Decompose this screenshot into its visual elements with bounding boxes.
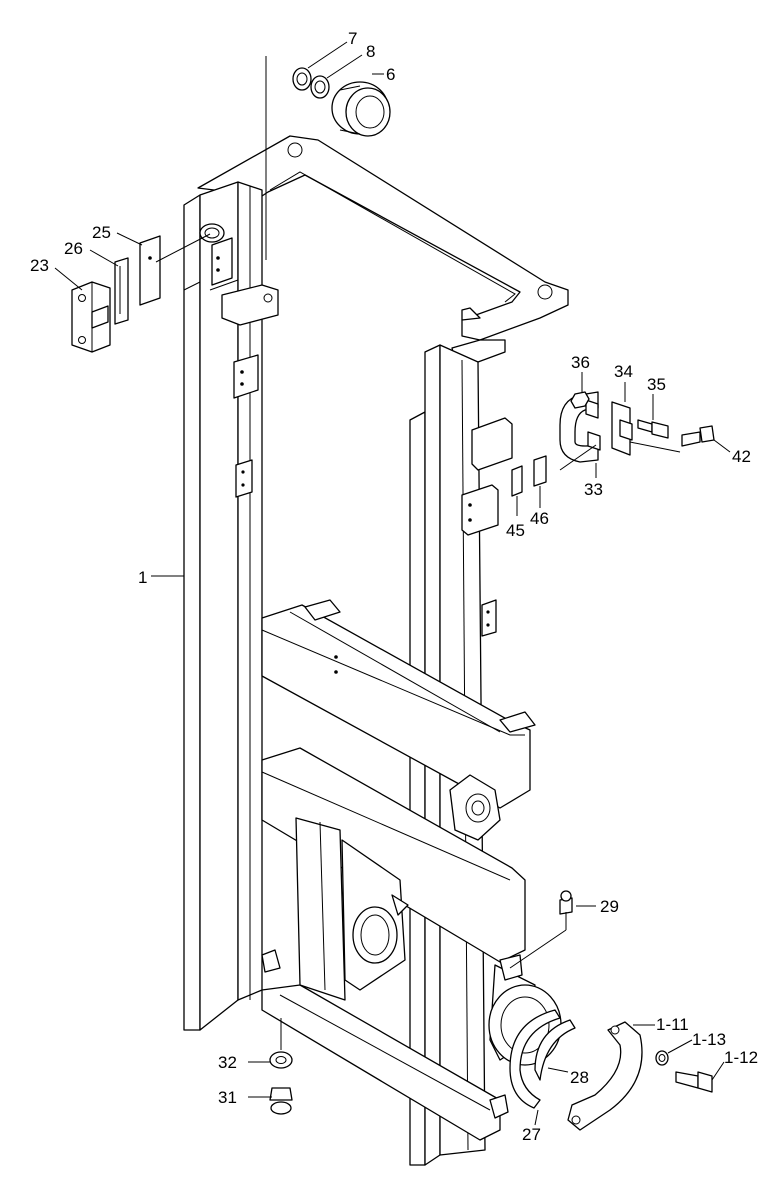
label-1: 1 [138,568,147,587]
bushing-28 [534,1019,576,1081]
label-33: 33 [584,480,603,499]
bolt-1-12 [675,1071,713,1093]
washer-1-13 [655,1050,669,1066]
label-23: 23 [30,256,49,275]
nut-31 [269,1087,293,1115]
bracket-block [461,417,513,536]
clamp-plate-34 [611,401,633,456]
washer-8 [310,75,330,99]
cap-1-11 [567,1021,643,1131]
label-46: 46 [530,509,549,528]
label-26: 26 [64,239,83,258]
bearing-6 [331,81,391,137]
label-28: 28 [570,1068,589,1087]
label-31: 31 [218,1088,237,1107]
label-7: 7 [348,29,357,48]
label-8: 8 [366,42,375,61]
stopper-plate-23 [71,281,111,353]
bolt-35 [637,419,669,439]
label-36: 36 [571,353,590,372]
washer-7 [292,67,312,91]
label-27: 27 [522,1125,541,1144]
nut-36 [570,391,590,409]
label-6: 6 [386,65,395,84]
label-35: 35 [647,375,666,394]
label-1-13: 1-13 [692,1030,726,1049]
label-1-11: 1-11 [656,1015,689,1034]
top-bolt-hole-left [287,142,303,158]
label-1-12: 1-12 [724,1048,758,1067]
leader-lines [54,41,731,1126]
shim-46 [533,455,547,487]
label-45: 45 [506,521,525,540]
label-25: 25 [92,223,111,242]
top-bolt-hole-right [537,284,553,300]
label-29: 29 [600,897,619,916]
outer-mast-frame [183,135,569,1166]
bushing-27 [509,1009,561,1109]
label-32: 32 [218,1053,237,1072]
part-labels: 1 6 7 8 23 25 26 27 28 29 31 32 33 34 35… [30,29,758,1144]
plate-25 [139,235,161,306]
bolt-42 [681,425,715,447]
shim-45 [511,465,523,497]
label-34: 34 [614,362,633,381]
washer-32 [269,1051,293,1069]
sheave-pin [199,56,267,260]
rail-brackets [211,237,536,1119]
label-42: 42 [732,447,751,466]
shim-26 [114,257,129,325]
grease-fitting-29 [559,890,573,915]
